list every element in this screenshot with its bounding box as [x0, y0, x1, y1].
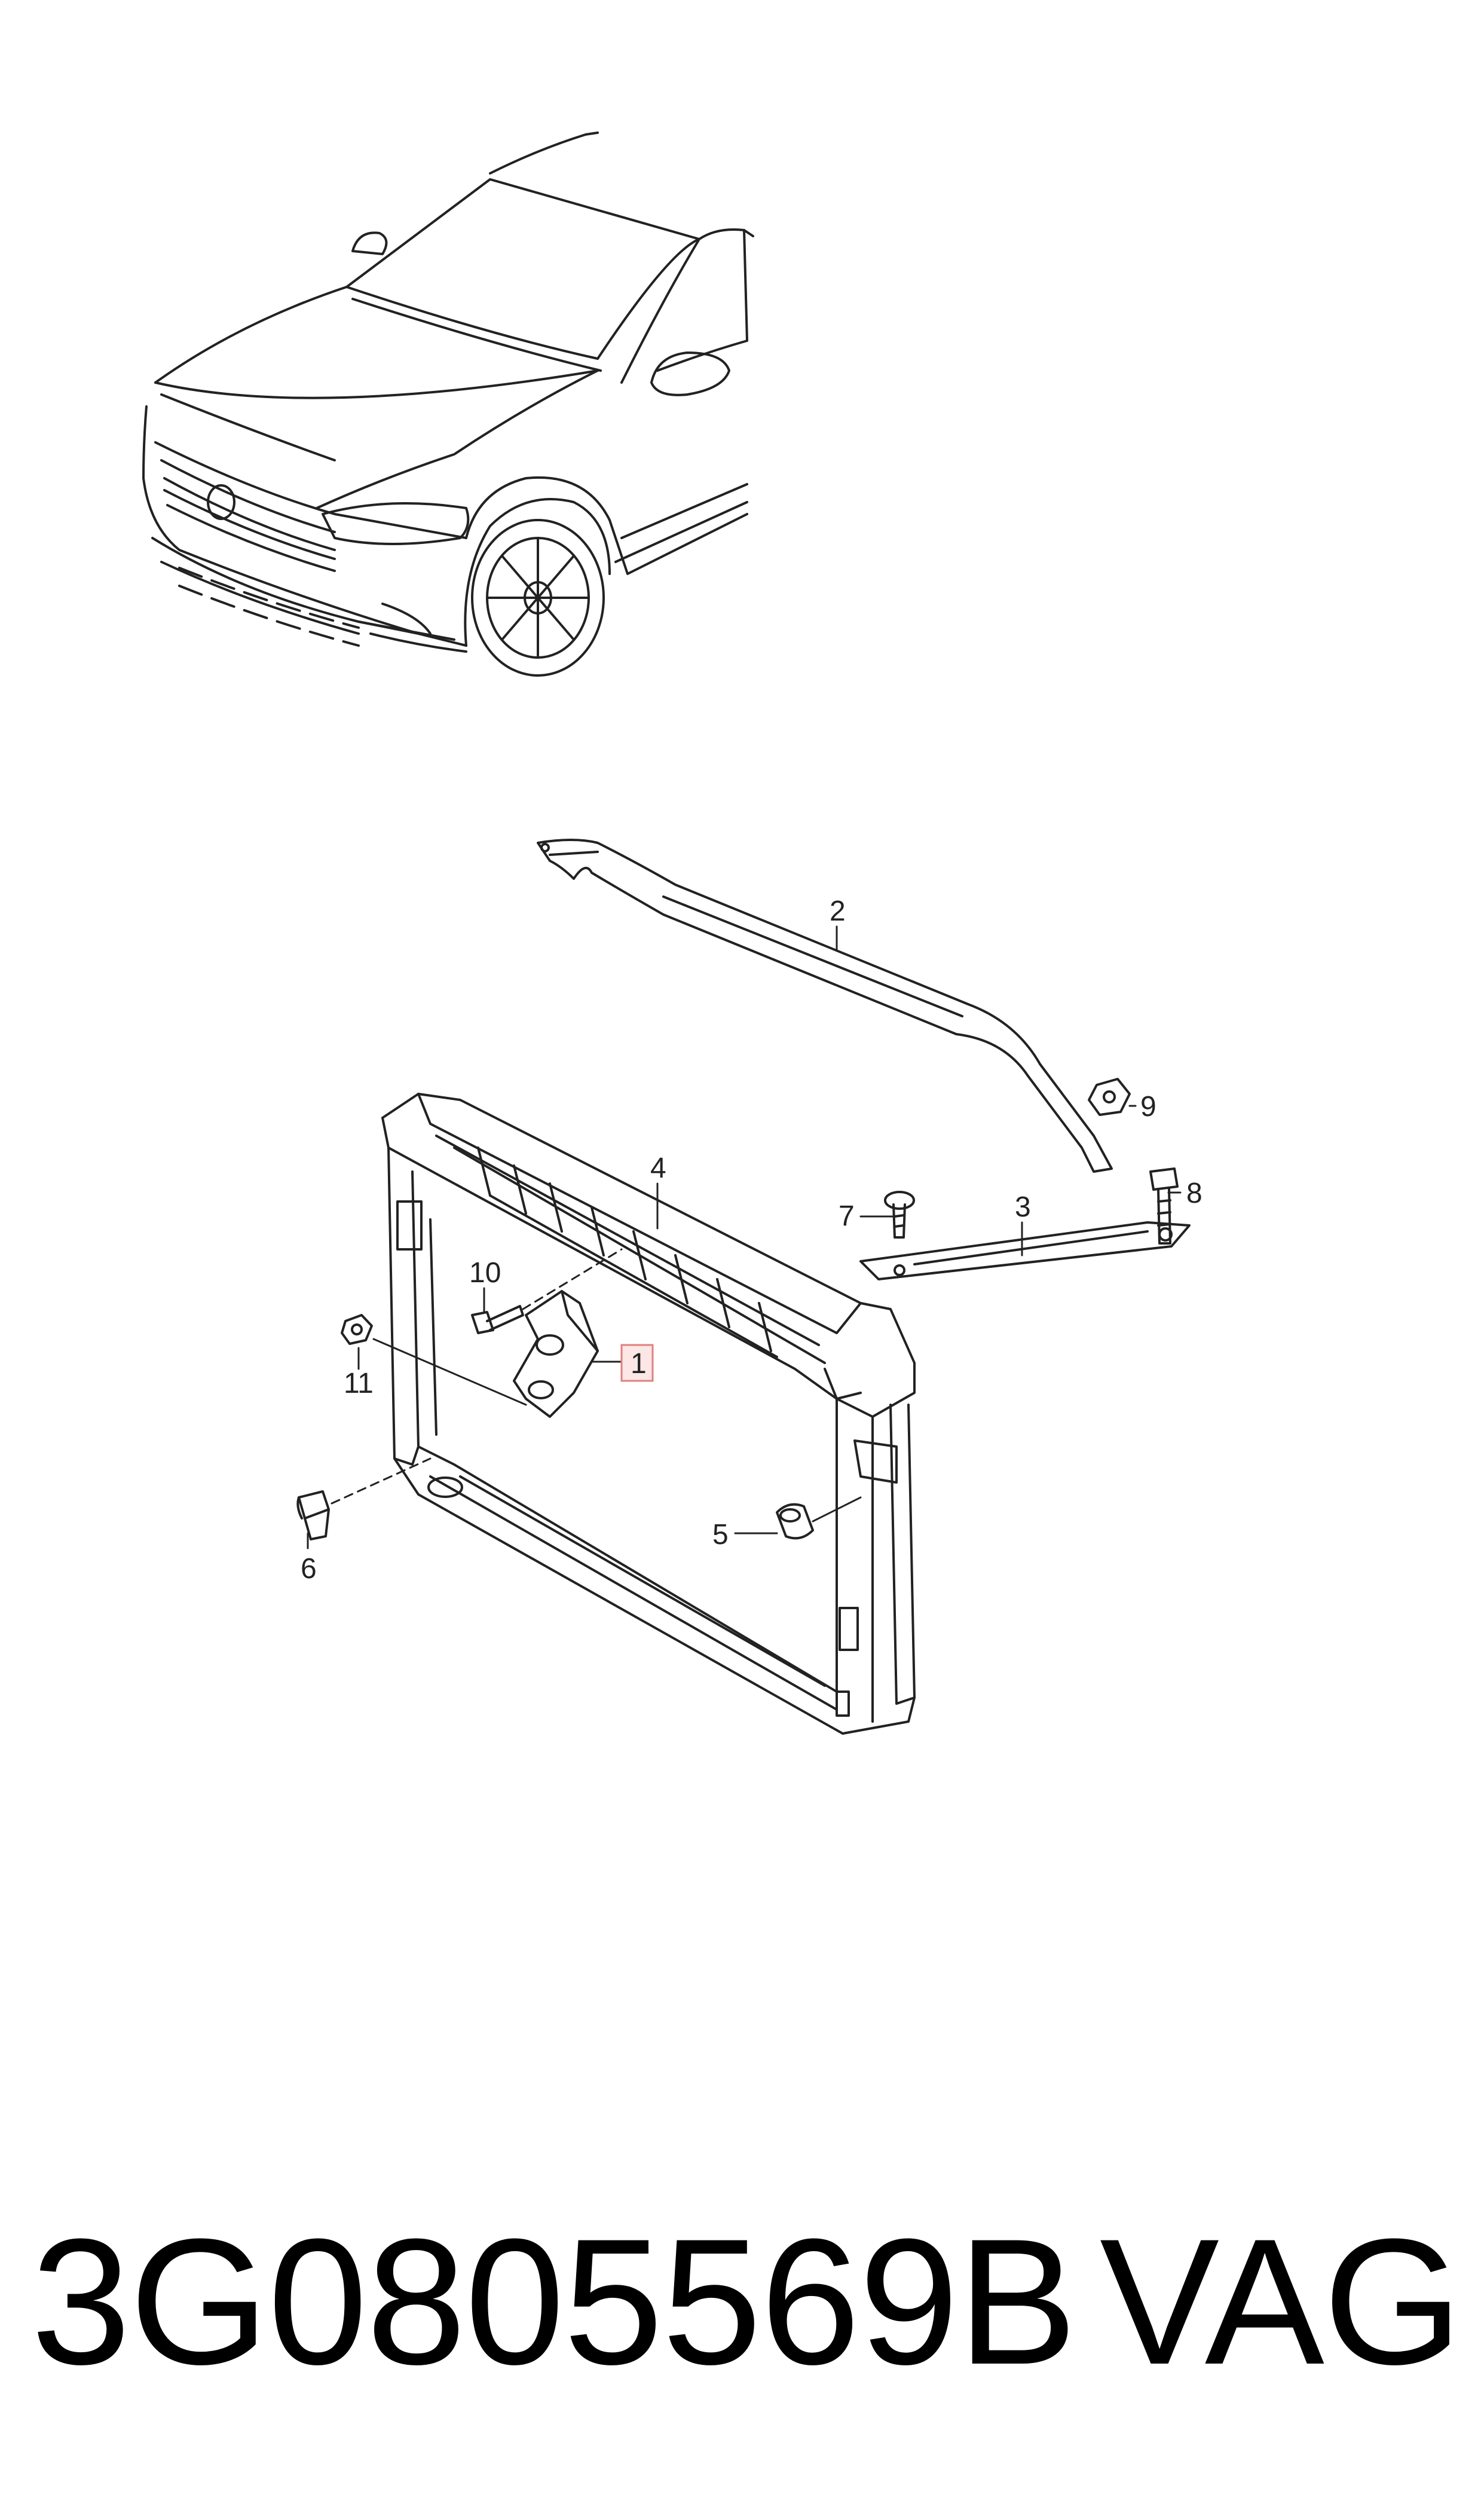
- car-illustration: [142, 132, 754, 677]
- fastener-screw-7: [884, 1191, 915, 1239]
- callout-2: 2: [830, 895, 846, 927]
- fastener-clip-6: [296, 1457, 432, 1540]
- callout-11: 11: [344, 1368, 374, 1399]
- upper-trim-strip: [537, 839, 1113, 1173]
- callout-5: 5: [712, 1519, 729, 1551]
- callout-10: 10: [469, 1257, 501, 1289]
- fastener-bolt-10: [471, 1248, 623, 1334]
- fastener-nut-9: [1088, 1078, 1131, 1116]
- callout-3: 3: [1015, 1191, 1031, 1223]
- lateral-strut: [859, 1221, 1191, 1280]
- lock-carrier: [381, 1093, 916, 1735]
- fastener-clip-5: [776, 1496, 862, 1540]
- leader-lines: [307, 925, 1182, 1549]
- callout-labels: 1 2 3 4 5 6 7 8 9 10 11: [301, 895, 1203, 1585]
- callout-1-highlight: [620, 1344, 654, 1382]
- fastener-bolt-8: [1149, 1167, 1179, 1245]
- callout-1: 1: [631, 1348, 647, 1380]
- callout-8: 8: [1186, 1178, 1203, 1209]
- fastener-nut-11: [341, 1314, 527, 1406]
- brand-name: VAG: [1100, 2201, 1462, 2402]
- callout-7: 7: [839, 1200, 855, 1232]
- callout-4: 4: [650, 1152, 666, 1184]
- callout-9: 9: [1140, 1091, 1156, 1123]
- part-number: 3G0805569B: [31, 2201, 1077, 2402]
- callout-6: 6: [301, 1553, 317, 1585]
